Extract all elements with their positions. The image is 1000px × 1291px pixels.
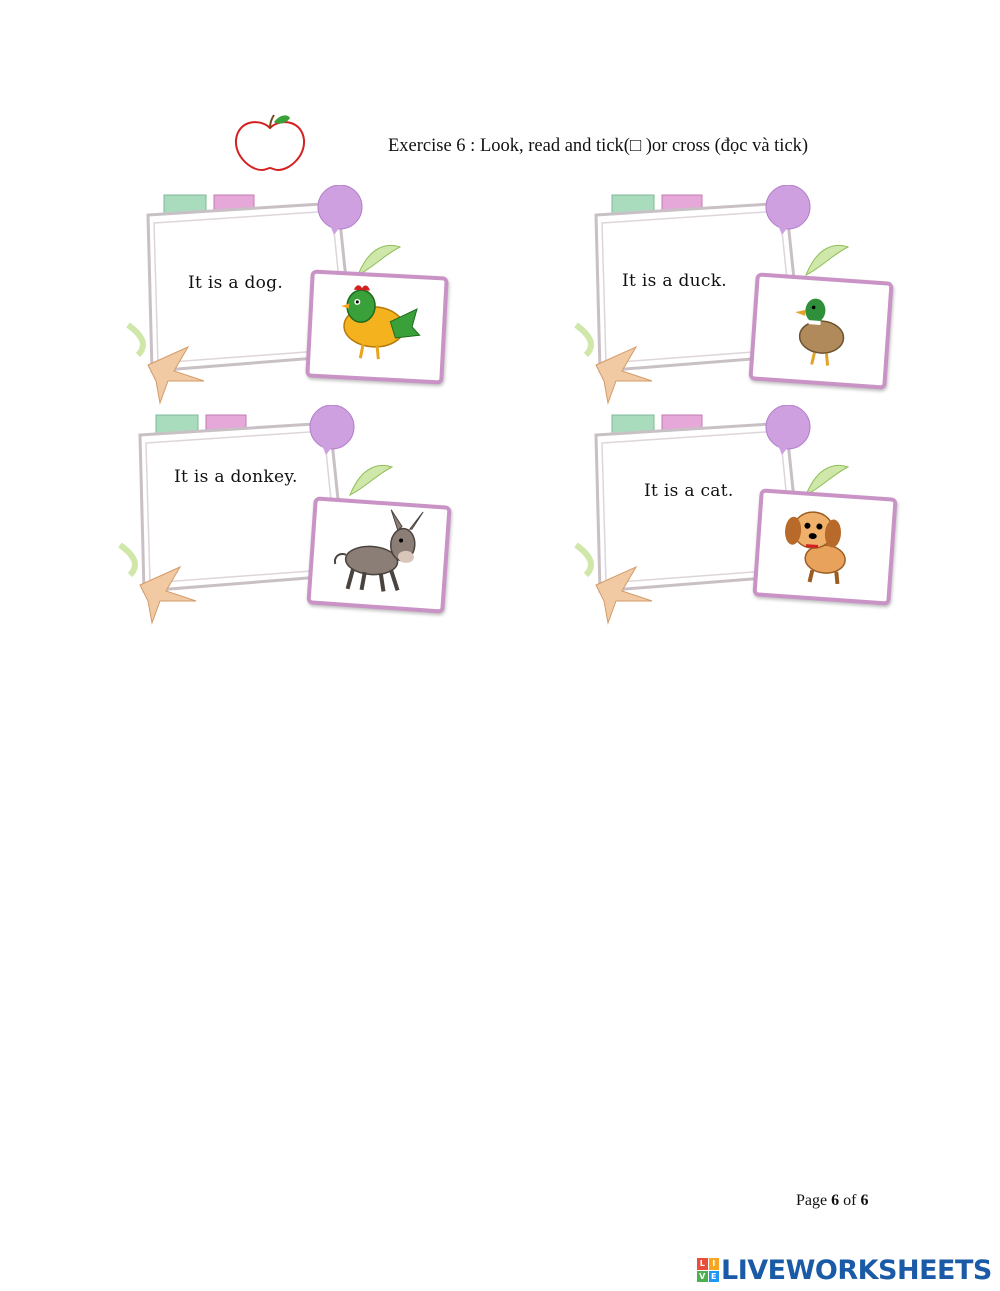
exercise-card: It is a duck. bbox=[556, 185, 916, 425]
donkey-icon bbox=[333, 509, 424, 592]
page-total: 6 bbox=[860, 1192, 869, 1209]
duck-icon bbox=[795, 298, 845, 366]
logo-badge-icon: L I V E bbox=[697, 1258, 719, 1282]
card-photo bbox=[748, 272, 894, 390]
card-sentence: It is a cat. bbox=[644, 481, 734, 501]
page-number: Page 6 of 6 bbox=[796, 1192, 868, 1210]
card-photo bbox=[305, 269, 449, 385]
apple-icon bbox=[234, 114, 306, 172]
exercise-card: It is a donkey. bbox=[100, 405, 460, 645]
hen-icon bbox=[341, 285, 421, 360]
exercise-card: It is a dog. bbox=[108, 185, 468, 425]
dog-icon bbox=[785, 511, 846, 585]
card-photo bbox=[306, 496, 452, 614]
card-sentence: It is a duck. bbox=[622, 271, 728, 291]
liveworksheets-logo: L I V E LIVEWORKSHEETS bbox=[697, 1254, 992, 1286]
page-label: Page bbox=[796, 1192, 828, 1209]
card-sentence: It is a dog. bbox=[188, 273, 284, 293]
page-of: of bbox=[843, 1192, 857, 1209]
frame-decoration bbox=[574, 185, 850, 405]
exercise-card: It is a cat. bbox=[556, 405, 916, 645]
card-photo bbox=[752, 488, 898, 606]
exercise-title: Exercise 6 : Look, read and tick(□ )or c… bbox=[388, 136, 809, 156]
brand-name: LIVEWORKSHEETS bbox=[721, 1254, 992, 1286]
frame-decoration bbox=[118, 405, 394, 625]
page-current: 6 bbox=[831, 1192, 840, 1209]
card-sentence: It is a donkey. bbox=[174, 467, 298, 487]
frame-decoration bbox=[574, 405, 850, 625]
frame-decoration bbox=[126, 185, 402, 405]
